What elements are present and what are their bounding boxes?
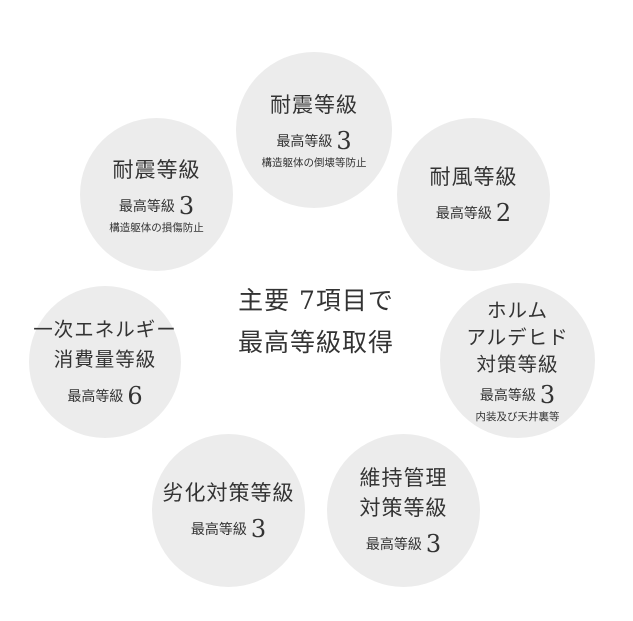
circle-note: 内装及び天井裏等 (475, 411, 560, 423)
circle-title: 耐震等級 (270, 93, 358, 117)
grade-label: 最高等級 (67, 388, 124, 405)
center-heading-line-2: 最高等級取得 (237, 328, 394, 357)
circle-title-line-2: アルデヒド (466, 326, 569, 349)
circle-title: 耐震等級 (112, 157, 201, 182)
grade-value: 6 (127, 381, 143, 410)
grade-value: 3 (250, 515, 267, 543)
circle-title-line-1: 一次エネルギー (33, 317, 177, 341)
grade-label: 最高等級 (435, 206, 492, 222)
circle-title-line-1: 維持管理 (359, 466, 448, 490)
circle-note: 構造躯体の損傷防止 (109, 221, 204, 234)
circle-title: 耐風等級 (429, 165, 518, 189)
grade-label: 最高等級 (479, 388, 536, 404)
grade-label: 最高等級 (190, 522, 247, 538)
circle-title: 劣化対策等級 (162, 481, 295, 505)
grade-label: 最高等級 (365, 537, 422, 553)
circle-title-line-1: ホルム (486, 299, 549, 322)
center-heading-line-1: 主要 7項目で (238, 286, 394, 315)
circle-title-line-2: 消費量等級 (53, 347, 157, 371)
circle-title-line-2: 対策等級 (359, 496, 448, 520)
grade-value: 3 (425, 530, 442, 558)
grade-value: 3 (178, 191, 195, 220)
grade-value: 2 (495, 199, 512, 227)
grade-label: 最高等級 (118, 198, 175, 215)
circle-title-line-3: 対策等級 (476, 353, 559, 376)
center-heading: 主要 7項目で 最高等級取得 (216, 280, 416, 364)
grade-value: 3 (336, 127, 352, 155)
grade-label: 最高等級 (276, 134, 333, 150)
grade-value: 3 (539, 381, 556, 409)
circle-note: 構造躯体の倒壊等防止 (261, 157, 367, 169)
